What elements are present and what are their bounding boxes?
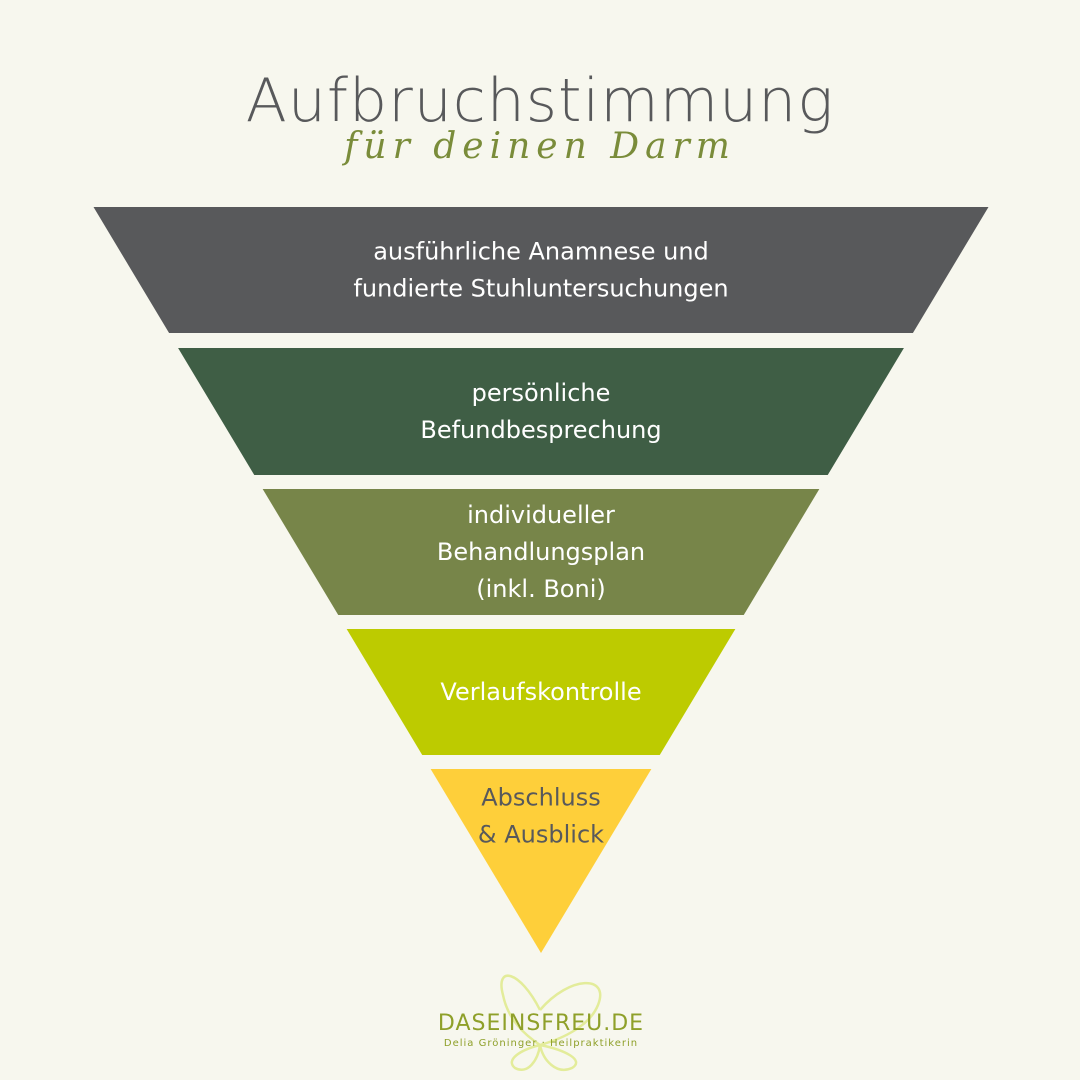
page-subtitle: für deinen Darm [344, 126, 736, 167]
brand-name: DASEINSFREU.DE [438, 1011, 644, 1036]
funnel-level-1: ausführliche Anamnese und fundierte Stuhl… [93, 207, 989, 333]
funnel-level-label: individueller [467, 501, 615, 529]
funnel-level-label: Abschluss [481, 784, 600, 812]
page-title: Aufbruchstimmung [245, 66, 835, 136]
funnel-level-shape [262, 489, 820, 615]
funnel-level-shape [93, 207, 989, 333]
funnel-level-label: persönliche [472, 379, 611, 407]
funnel-level-shape [346, 629, 736, 755]
funnel-level-label: Verlaufskontrolle [440, 678, 641, 706]
funnel-level-5: Abschluss & Ausblick [430, 769, 652, 953]
funnel-level-label: Behandlungsplan [437, 538, 645, 566]
butterfly-icon [500, 974, 602, 1071]
funnel-level-shape [178, 348, 904, 475]
funnel-level-label: (inkl. Boni) [476, 575, 605, 603]
brand-tagline: Delia Gröninger · Heilpraktikerin [444, 1038, 638, 1049]
funnel-level-label: & Ausblick [478, 821, 604, 849]
funnel-level-shape [430, 769, 652, 953]
funnel-level-label: fundierte Stuhluntersuchungen [353, 275, 728, 303]
funnel-level-label: ausführliche Anamnese und [373, 238, 709, 266]
funnel-level-label: Befundbesprechung [420, 416, 661, 444]
funnel-level-4: Verlaufskontrolle [346, 629, 736, 755]
